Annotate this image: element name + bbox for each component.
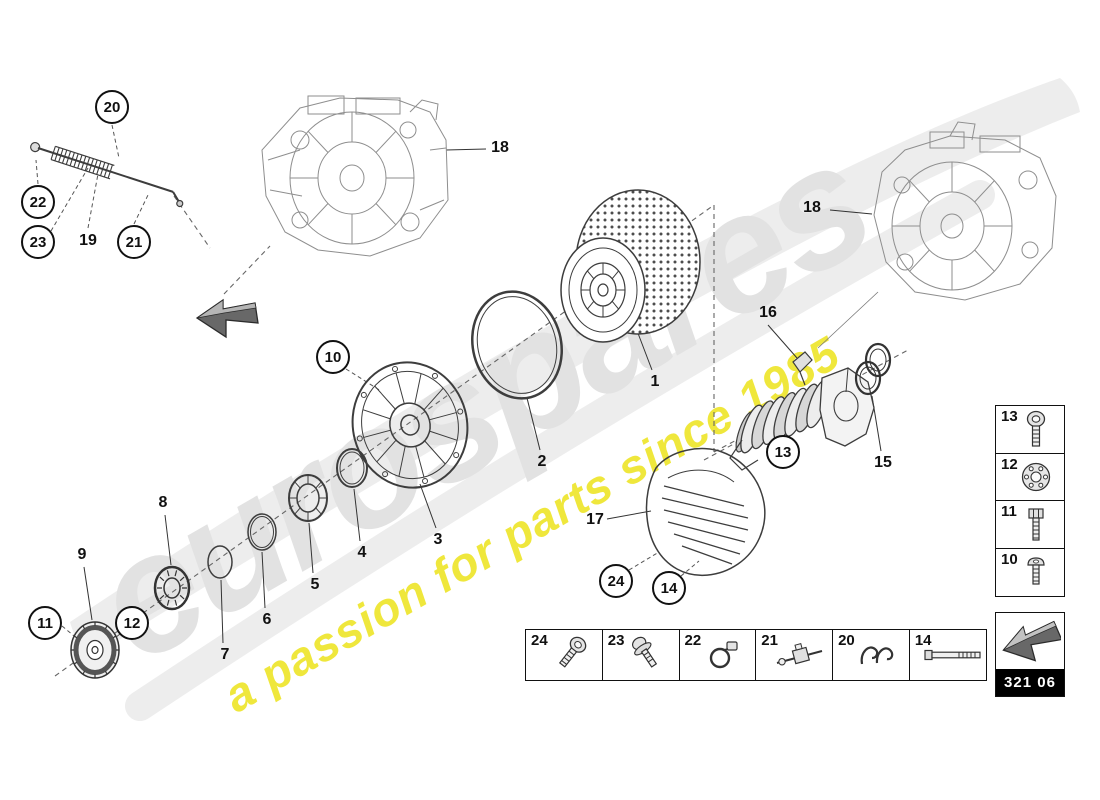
clutch-pressure-plate-drawing [351,361,469,489]
direction-arrow-icon [195,298,259,339]
bearing-8-drawing [153,565,191,611]
bottom-table-cell-20[interactable]: 20 [832,629,911,681]
cell-part-number: 14 [914,632,932,649]
callout-11[interactable]: 11 [28,606,62,640]
socket-bolt-icon [996,406,1064,453]
cell-part-number: 22 [684,632,702,649]
callout-4[interactable]: 4 [357,544,367,561]
diagram-code-box: 321 06 [995,612,1065,697]
selector-rod-drawing [30,141,184,208]
cell-part-number: 21 [761,632,778,649]
hex-bolt-icon [996,501,1064,548]
cell-part-number: 13 [1001,408,1018,425]
callout-8[interactable]: 8 [158,494,168,511]
side-panel-cell-10[interactable]: 10 [995,547,1065,597]
callout-2[interactable]: 2 [537,453,547,470]
callout-13[interactable]: 13 [766,435,800,469]
callout-6[interactable]: 6 [262,611,272,628]
bottom-table-cell-21[interactable]: 21 [755,629,834,681]
cell-part-number: 24 [531,632,548,649]
callout-18[interactable]: 18 [803,199,821,216]
callout-22[interactable]: 22 [21,185,55,219]
bottom-table-cell-23[interactable]: 23 [601,629,680,681]
socket-bolt-angled-icon [526,630,602,680]
cell-part-number: 20 [838,632,855,649]
direction-arrow-icon-small [996,613,1064,669]
callout-1[interactable]: 1 [650,373,660,390]
slave-cylinder-drawing [729,351,875,471]
swoosh-band-2 [125,180,995,721]
callout-19[interactable]: 19 [79,232,97,249]
callout-18[interactable]: 18 [491,139,509,156]
ring-4-drawing [336,448,368,488]
callout-16[interactable]: 16 [759,304,777,321]
seal-rings-drawing [854,342,892,396]
side-panel: 13 12 11 10 [995,405,1065,597]
gearbox-front-drawing [261,95,449,257]
callout-21[interactable]: 21 [117,225,151,259]
flange-icon [996,454,1064,501]
callout-24[interactable]: 24 [599,564,633,598]
cover-plate-drawing [645,447,766,577]
callout-17[interactable]: 17 [586,511,604,528]
callout-9[interactable]: 9 [77,546,87,563]
sensor-icon [756,630,832,680]
callout-10[interactable]: 10 [316,340,350,374]
gearbox-rear-drawing [873,121,1057,301]
callout-14[interactable]: 14 [652,571,686,605]
bottom-table: 24 23 22 21 20 14 [525,629,987,681]
clip-icon [833,630,909,680]
pin-icon [910,630,986,680]
ring-6-drawing [247,513,277,551]
cell-part-number: 10 [1001,550,1018,568]
callout-20[interactable]: 20 [95,90,129,124]
pan-bolt-icon [996,549,1064,596]
callout-12[interactable]: 12 [115,606,149,640]
bottom-table-cell-22[interactable]: 22 [678,629,757,681]
bottom-table-cell-24[interactable]: 24 [525,629,604,681]
callout-3[interactable]: 3 [433,531,443,548]
gear-wheel-drawing [70,621,120,679]
cell-part-number: 23 [607,632,625,649]
snap-ring-large-drawing [471,290,563,400]
side-panel-cell-13[interactable]: 13 [995,405,1065,454]
clamp-icon [680,630,756,680]
ring-7-drawing [207,545,233,579]
bolt-washer-icon [603,630,679,680]
diagram-code: 321 06 [996,669,1064,696]
cell-part-number: 11 [1001,503,1017,521]
cell-part-number: 12 [1001,455,1018,473]
bearing-5-drawing [288,474,328,522]
callout-5[interactable]: 5 [310,576,320,593]
side-panel-cell-11[interactable]: 11 [995,500,1065,550]
clutch-drum-drawing [560,189,701,343]
callout-15[interactable]: 15 [874,454,892,471]
callout-7[interactable]: 7 [220,646,230,663]
callout-23[interactable]: 23 [21,225,55,259]
bottom-table-cell-14[interactable]: 14 [908,629,987,681]
side-panel-cell-12[interactable]: 12 [995,452,1065,502]
leader-lines [83,148,882,644]
